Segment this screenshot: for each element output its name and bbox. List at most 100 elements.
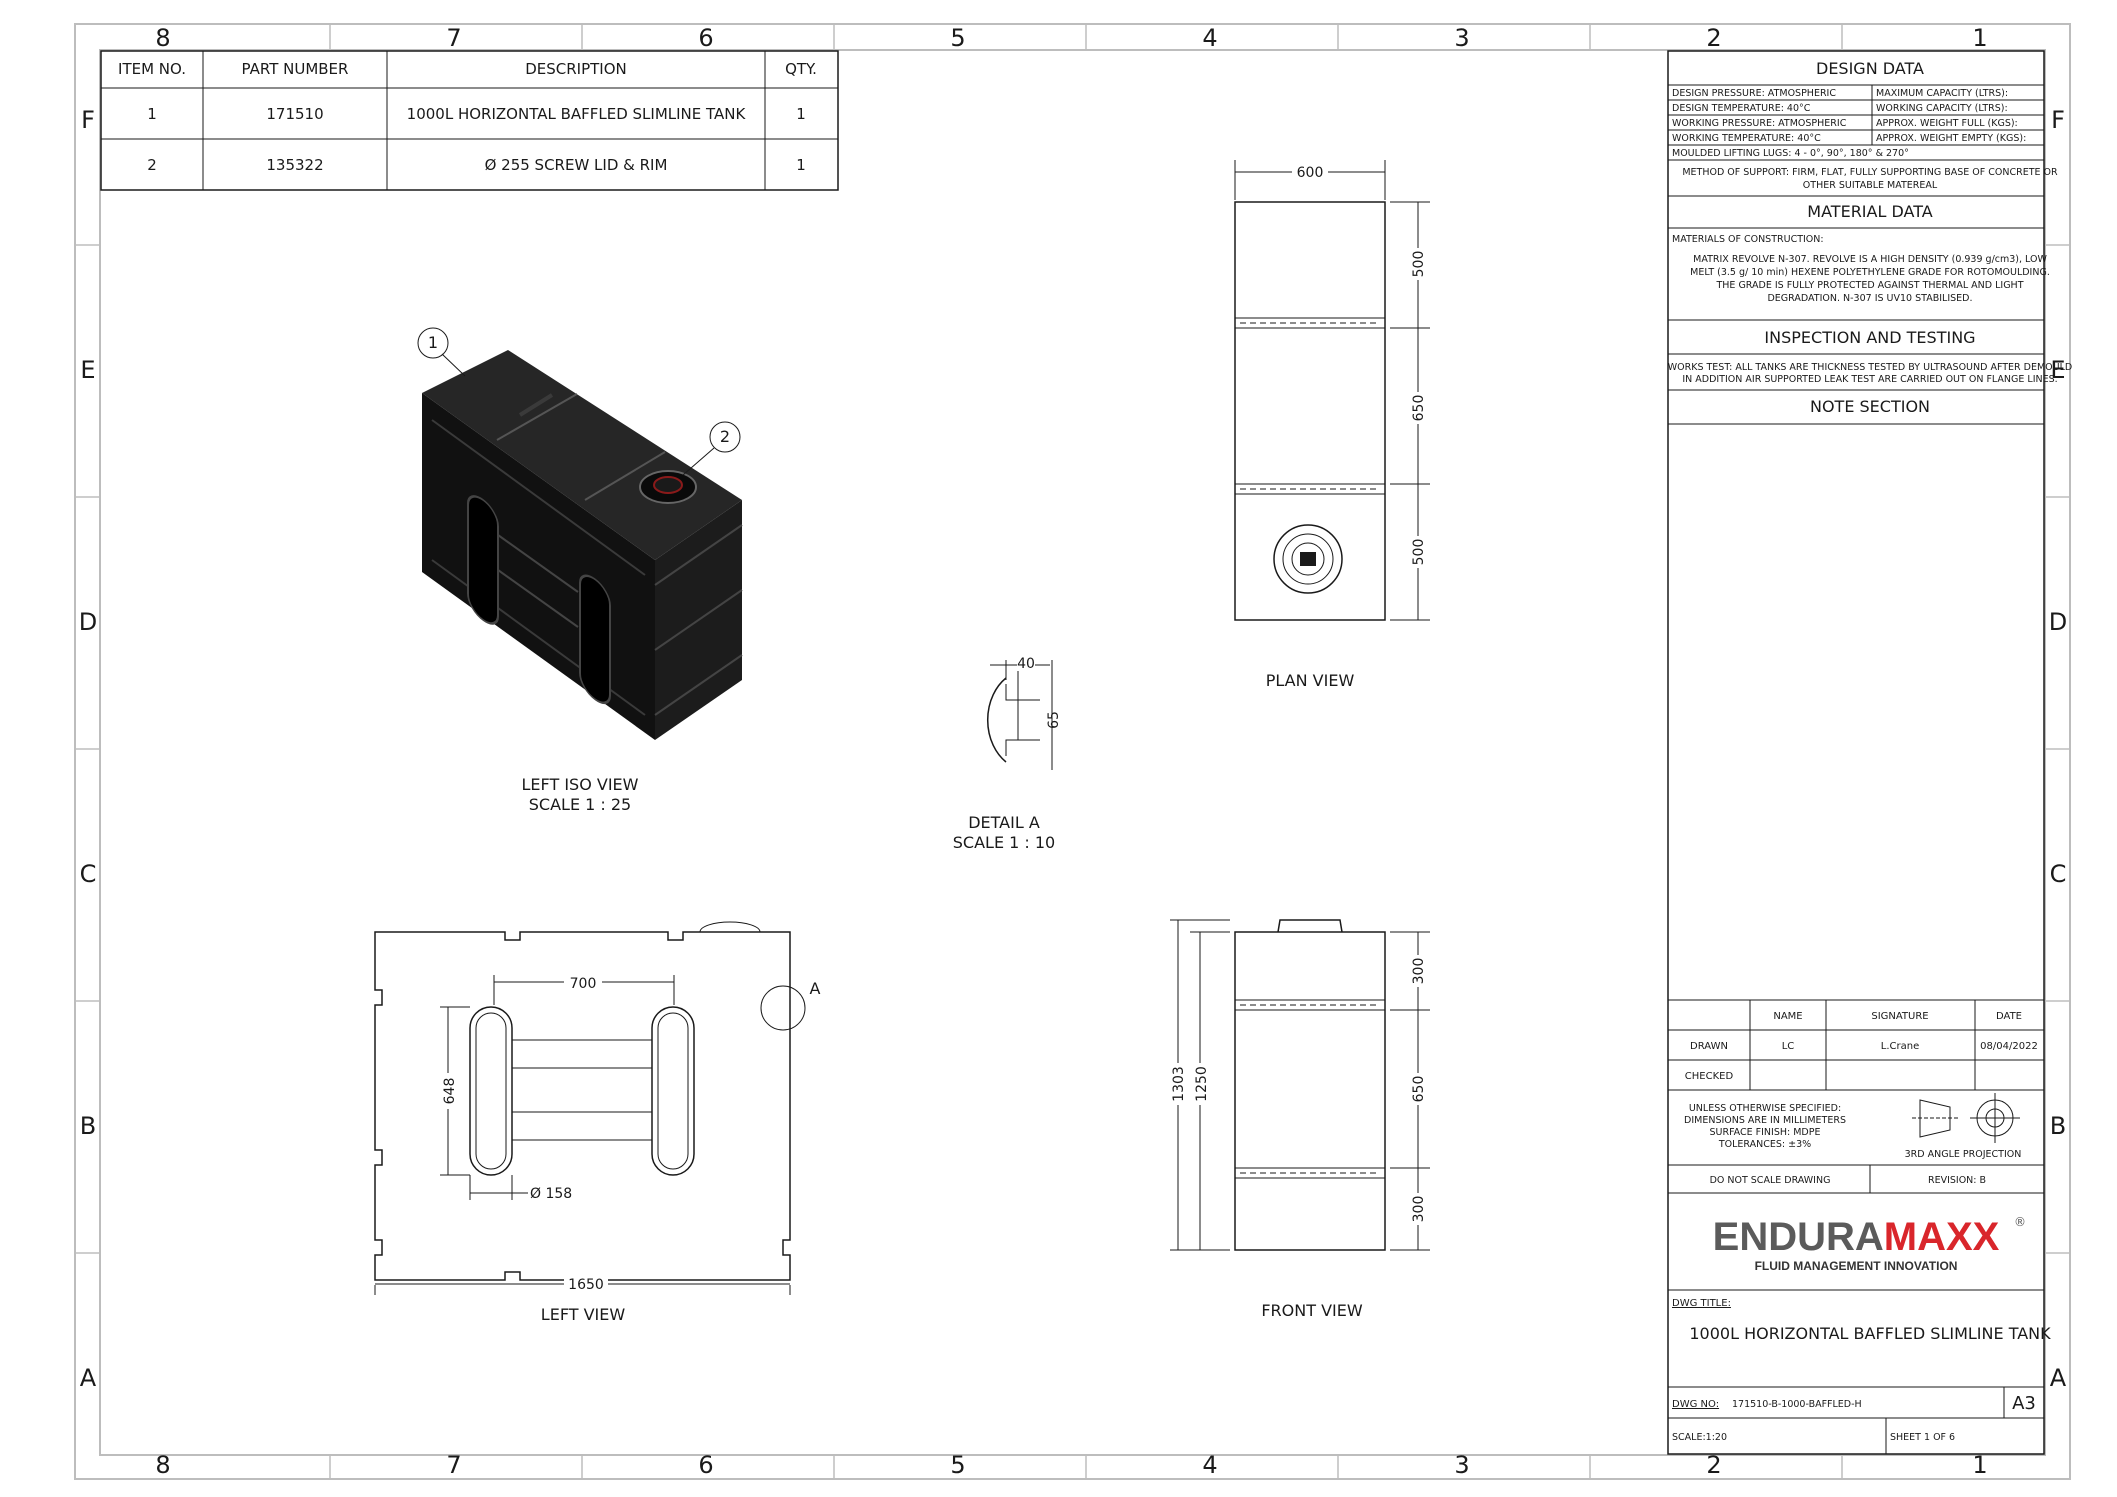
- spec-line-3: SURFACE FINISH: MDPE: [1710, 1127, 1821, 1138]
- detail-a-title: DETAIL A: [968, 813, 1040, 832]
- zone-left-C: C: [80, 860, 97, 888]
- zone-bottom-8: 8: [155, 1451, 170, 1479]
- material-line-4: DEGRADATION. N-307 IS UV10 STABILISED.: [1767, 293, 1972, 304]
- zone-left-A: A: [80, 1364, 97, 1392]
- zone-right-E: E: [2050, 356, 2065, 384]
- dim-front-300-bottom: 300: [1411, 1196, 1427, 1223]
- dim-front-300-top: 300: [1411, 958, 1427, 985]
- dwg-no: 171510-B-1000-BAFFLED-H: [1732, 1399, 1862, 1410]
- material-data-title: MATERIAL DATA: [1807, 202, 1932, 221]
- iso-view-scale: SCALE 1 : 25: [529, 795, 631, 814]
- signoff-drawn-label: DRAWN: [1690, 1041, 1728, 1052]
- zone-bottom-1: 1: [1972, 1451, 1987, 1479]
- projection-label: 3RD ANGLE PROJECTION: [1905, 1149, 2022, 1160]
- left-view-title: LEFT VIEW: [541, 1305, 626, 1324]
- iso-view: 1 2: [417, 327, 743, 740]
- zone-bottom-2: 2: [1706, 1451, 1721, 1479]
- design-left-3: WORKING PRESSURE: ATMOSPHERIC: [1672, 118, 1847, 129]
- signoff-drawn-signature: L.Crane: [1881, 1041, 1919, 1052]
- detail-a-scale: SCALE 1 : 10: [953, 833, 1055, 852]
- dim-left-1650: 1650: [568, 1277, 604, 1293]
- dim-left-dia: Ø 158: [530, 1186, 572, 1202]
- signoff-header-signature: SIGNATURE: [1871, 1011, 1928, 1022]
- logo-tagline: FLUID MANAGEMENT INNOVATION: [1755, 1259, 1958, 1273]
- revision-label: REVISION: B: [1928, 1175, 1986, 1186]
- zone-left-D: D: [79, 608, 97, 636]
- dim-detail-height: 65: [1046, 711, 1062, 729]
- zone-right-B: B: [2050, 1112, 2066, 1140]
- scale-label: SCALE:1:20: [1672, 1432, 1727, 1443]
- zone-right-F: F: [2051, 106, 2065, 134]
- bom-row1-part: 171510: [266, 105, 323, 123]
- zone-top-1: 1: [1972, 24, 1987, 52]
- design-support-2: OTHER SUITABLE MATEREAL: [1803, 180, 1938, 191]
- sheet-frame: [74, 23, 2071, 1480]
- plan-view-title: PLAN VIEW: [1266, 671, 1355, 690]
- material-line-3: THE GRADE IS FULLY PROTECTED AGAINST THE…: [1715, 280, 2023, 291]
- signoff-drawn-date: 08/04/2022: [1980, 1041, 2038, 1052]
- design-right-2: WORKING CAPACITY (LTRS):: [1876, 103, 2008, 114]
- dwg-title-label: DWG TITLE:: [1672, 1298, 1731, 1309]
- spec-line-2: DIMENSIONS ARE IN MILLIMETERS: [1684, 1115, 1846, 1126]
- zone-left-B: B: [80, 1112, 96, 1140]
- signoff-checked-label: CHECKED: [1685, 1071, 1734, 1082]
- design-right-4: APPROX. WEIGHT EMPTY (KGS):: [1876, 133, 2026, 144]
- projection-icon: [1912, 1093, 2020, 1143]
- dim-front-1303: 1303: [1171, 1066, 1187, 1102]
- zone-top-3: 3: [1454, 24, 1469, 52]
- spec-line-1: UNLESS OTHERWISE SPECIFIED:: [1689, 1103, 1841, 1114]
- zone-bottom-4: 4: [1202, 1451, 1217, 1479]
- bom-header-part: PART NUMBER: [242, 60, 349, 78]
- zone-left-E: E: [80, 356, 95, 384]
- dim-detail-width: 40: [1017, 656, 1035, 672]
- front-view: 1303 1250 300 650 300: [1168, 919, 1430, 1251]
- inspection-title: INSPECTION AND TESTING: [1764, 328, 1975, 347]
- design-right-1: MAXIMUM CAPACITY (LTRS):: [1876, 88, 2008, 99]
- sheet-number: SHEET 1 OF 6: [1890, 1432, 1955, 1443]
- balloon-2: 2: [720, 427, 730, 446]
- design-support-1: METHOD OF SUPPORT: FIRM, FLAT, FULLY SUP…: [1682, 167, 2058, 178]
- zone-top-2: 2: [1706, 24, 1721, 52]
- zone-top-8: 8: [155, 24, 170, 52]
- logo-registered: ®: [2014, 1215, 2026, 1229]
- balloon-1: 1: [428, 333, 438, 352]
- dwg-title: 1000L HORIZONTAL BAFFLED SLIMLINE TANK: [1689, 1324, 2051, 1343]
- design-right-3: APPROX. WEIGHT FULL (KGS):: [1876, 118, 2018, 129]
- dim-plan-h1: 500: [1411, 251, 1427, 278]
- zone-bottom-5: 5: [950, 1451, 965, 1479]
- material-line-1: MATRIX REVOLVE N-307. REVOLVE IS A HIGH …: [1693, 254, 2047, 265]
- left-view: A 700 648 Ø 158 1650: [374, 921, 821, 1295]
- dim-front-650: 650: [1411, 1076, 1427, 1103]
- design-data-title: DESIGN DATA: [1816, 59, 1924, 78]
- zone-right-D: D: [2049, 608, 2067, 636]
- dim-plan-width: 600: [1297, 165, 1324, 181]
- signoff-drawn-name: LC: [1782, 1041, 1795, 1052]
- dim-plan-h2: 650: [1411, 395, 1427, 422]
- logo-text-maxx: MAXX: [1884, 1215, 2000, 1259]
- bom-table: ITEM NO. PART NUMBER DESCRIPTION QTY. 1 …: [100, 50, 839, 191]
- enduramaxx-logo: ENDURAMAXX ® FLUID MANAGEMENT INNOVATION: [1713, 1215, 2026, 1273]
- zone-top-5: 5: [950, 24, 965, 52]
- bom-header-qty: QTY.: [785, 60, 817, 78]
- zone-bottom-3: 3: [1454, 1451, 1469, 1479]
- material-line-2: MELT (3.5 g/ 10 min) HEXENE POLYETHYLENE…: [1690, 267, 2050, 278]
- zone-left-F: F: [81, 106, 95, 134]
- detail-callout: A: [810, 979, 821, 998]
- zone-bottom-6: 6: [698, 1451, 713, 1479]
- design-lugs: MOULDED LIFTING LUGS: 4 - 0°, 90°, 180° …: [1672, 148, 1909, 159]
- bom-row1-description: 1000L HORIZONTAL BAFFLED SLIMLINE TANK: [407, 105, 747, 123]
- zone-right-A: A: [2050, 1364, 2067, 1392]
- dwg-no-label: DWG NO:: [1672, 1399, 1719, 1410]
- note-section-title: NOTE SECTION: [1810, 397, 1930, 416]
- detail-a: 40 65: [987, 655, 1062, 770]
- iso-view-title: LEFT ISO VIEW: [522, 775, 639, 794]
- dim-plan-h3: 500: [1411, 539, 1427, 566]
- material-label: MATERIALS OF CONSTRUCTION:: [1672, 234, 1824, 245]
- bom-row2-part: 135322: [266, 156, 323, 174]
- dim-left-648: 648: [442, 1078, 458, 1105]
- design-left-1: DESIGN PRESSURE: ATMOSPHERIC: [1672, 88, 1836, 99]
- signoff-header-name: NAME: [1773, 1011, 1802, 1022]
- bom-row2-qty: 1: [796, 156, 806, 174]
- design-left-4: WORKING TEMPERATURE: 40°C: [1672, 133, 1821, 144]
